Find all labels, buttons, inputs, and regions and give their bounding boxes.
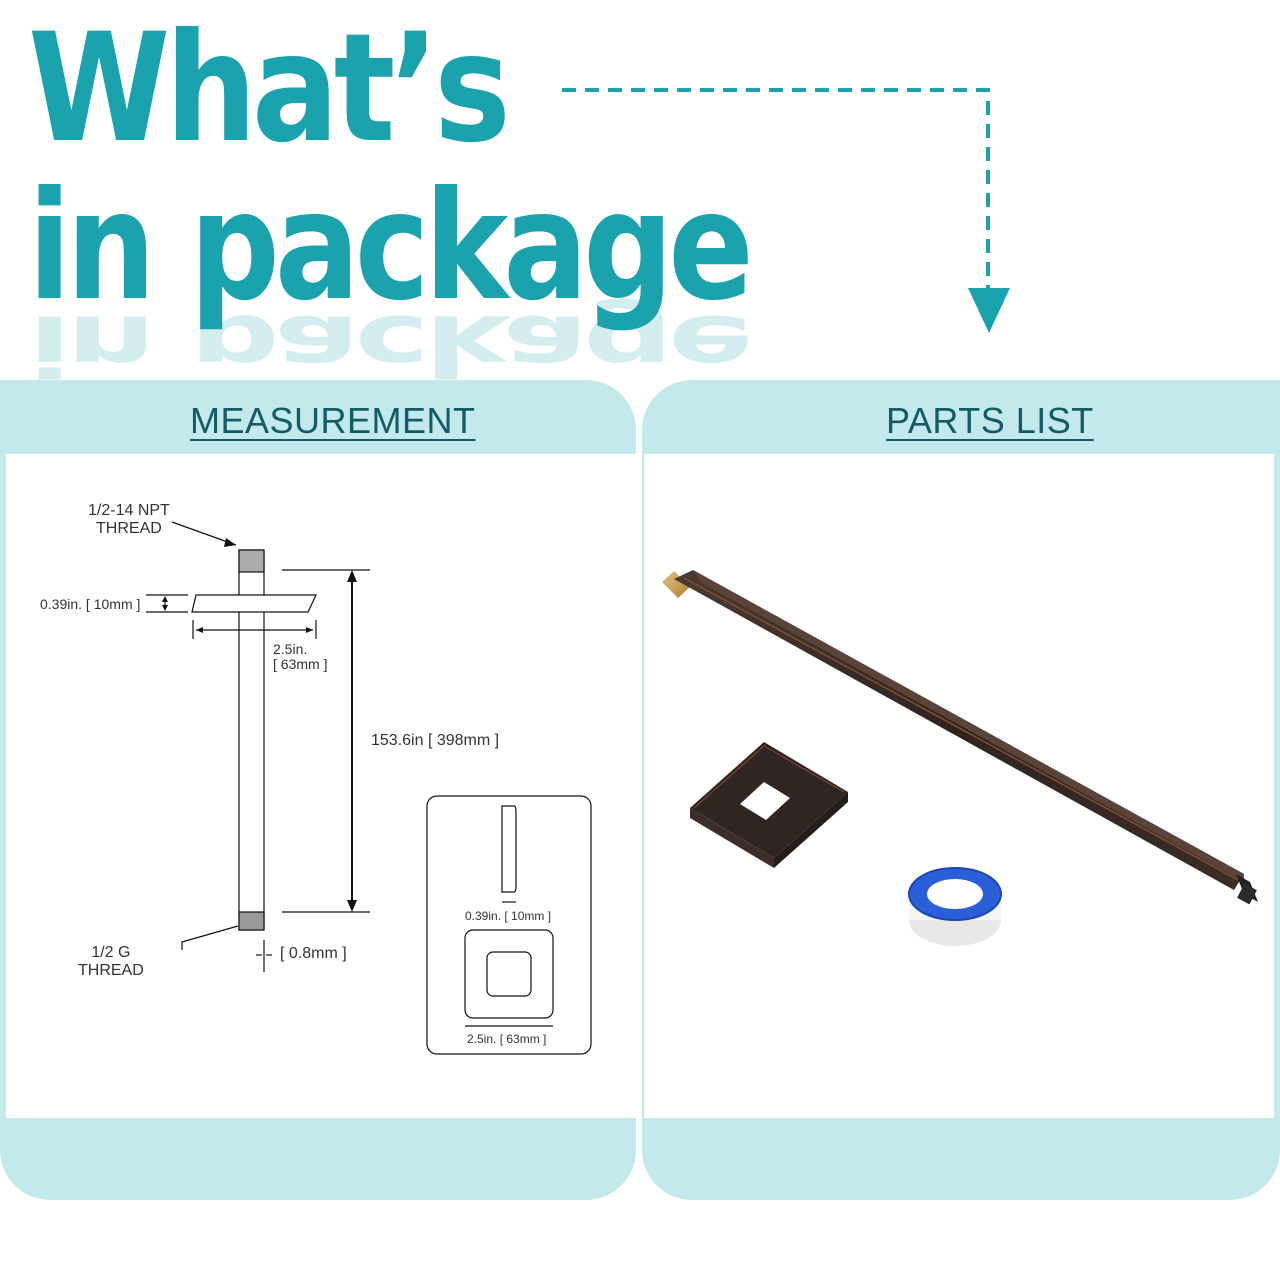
hero-section: What’s in package in package	[0, 0, 1280, 393]
measurement-diagram	[146, 521, 592, 1055]
shower-arm	[662, 570, 1258, 905]
flange-profile	[191, 594, 317, 613]
parts-list-heading: PARTS LIST	[886, 400, 1094, 441]
npt-thread-end	[238, 549, 265, 573]
g-thread-end	[238, 911, 265, 931]
square-flange	[690, 742, 848, 868]
arm-length-label: 153.6in [ 398mm ]	[371, 732, 500, 749]
inset-width-label: 2.5in. [ 63mm ]	[467, 1032, 547, 1046]
npt-thread-label: 1/2-14 NPT THREAD	[88, 502, 170, 537]
measurement-heading: MEASUREMENT	[190, 400, 476, 441]
flange-width-label: 2.5in. [ 63mm ]	[273, 641, 328, 673]
dimension-arrowheads	[162, 538, 357, 912]
g-thread-label: 1/2 G THREAD	[78, 944, 144, 979]
hero-title-line1: What’s	[28, 2, 511, 176]
wall-thickness-label: [ 0.8mm ]	[280, 945, 347, 962]
hero-title-line2: in package	[28, 160, 754, 334]
inset-thickness-label: 0.39in. [ 10mm ]	[465, 909, 552, 923]
flange-thickness-label: 0.39in. [ 10mm ]	[40, 596, 141, 612]
parts-illustration	[662, 570, 1258, 946]
dashed-arrow-icon	[562, 88, 1010, 333]
thread-seal-tape	[908, 867, 1002, 946]
